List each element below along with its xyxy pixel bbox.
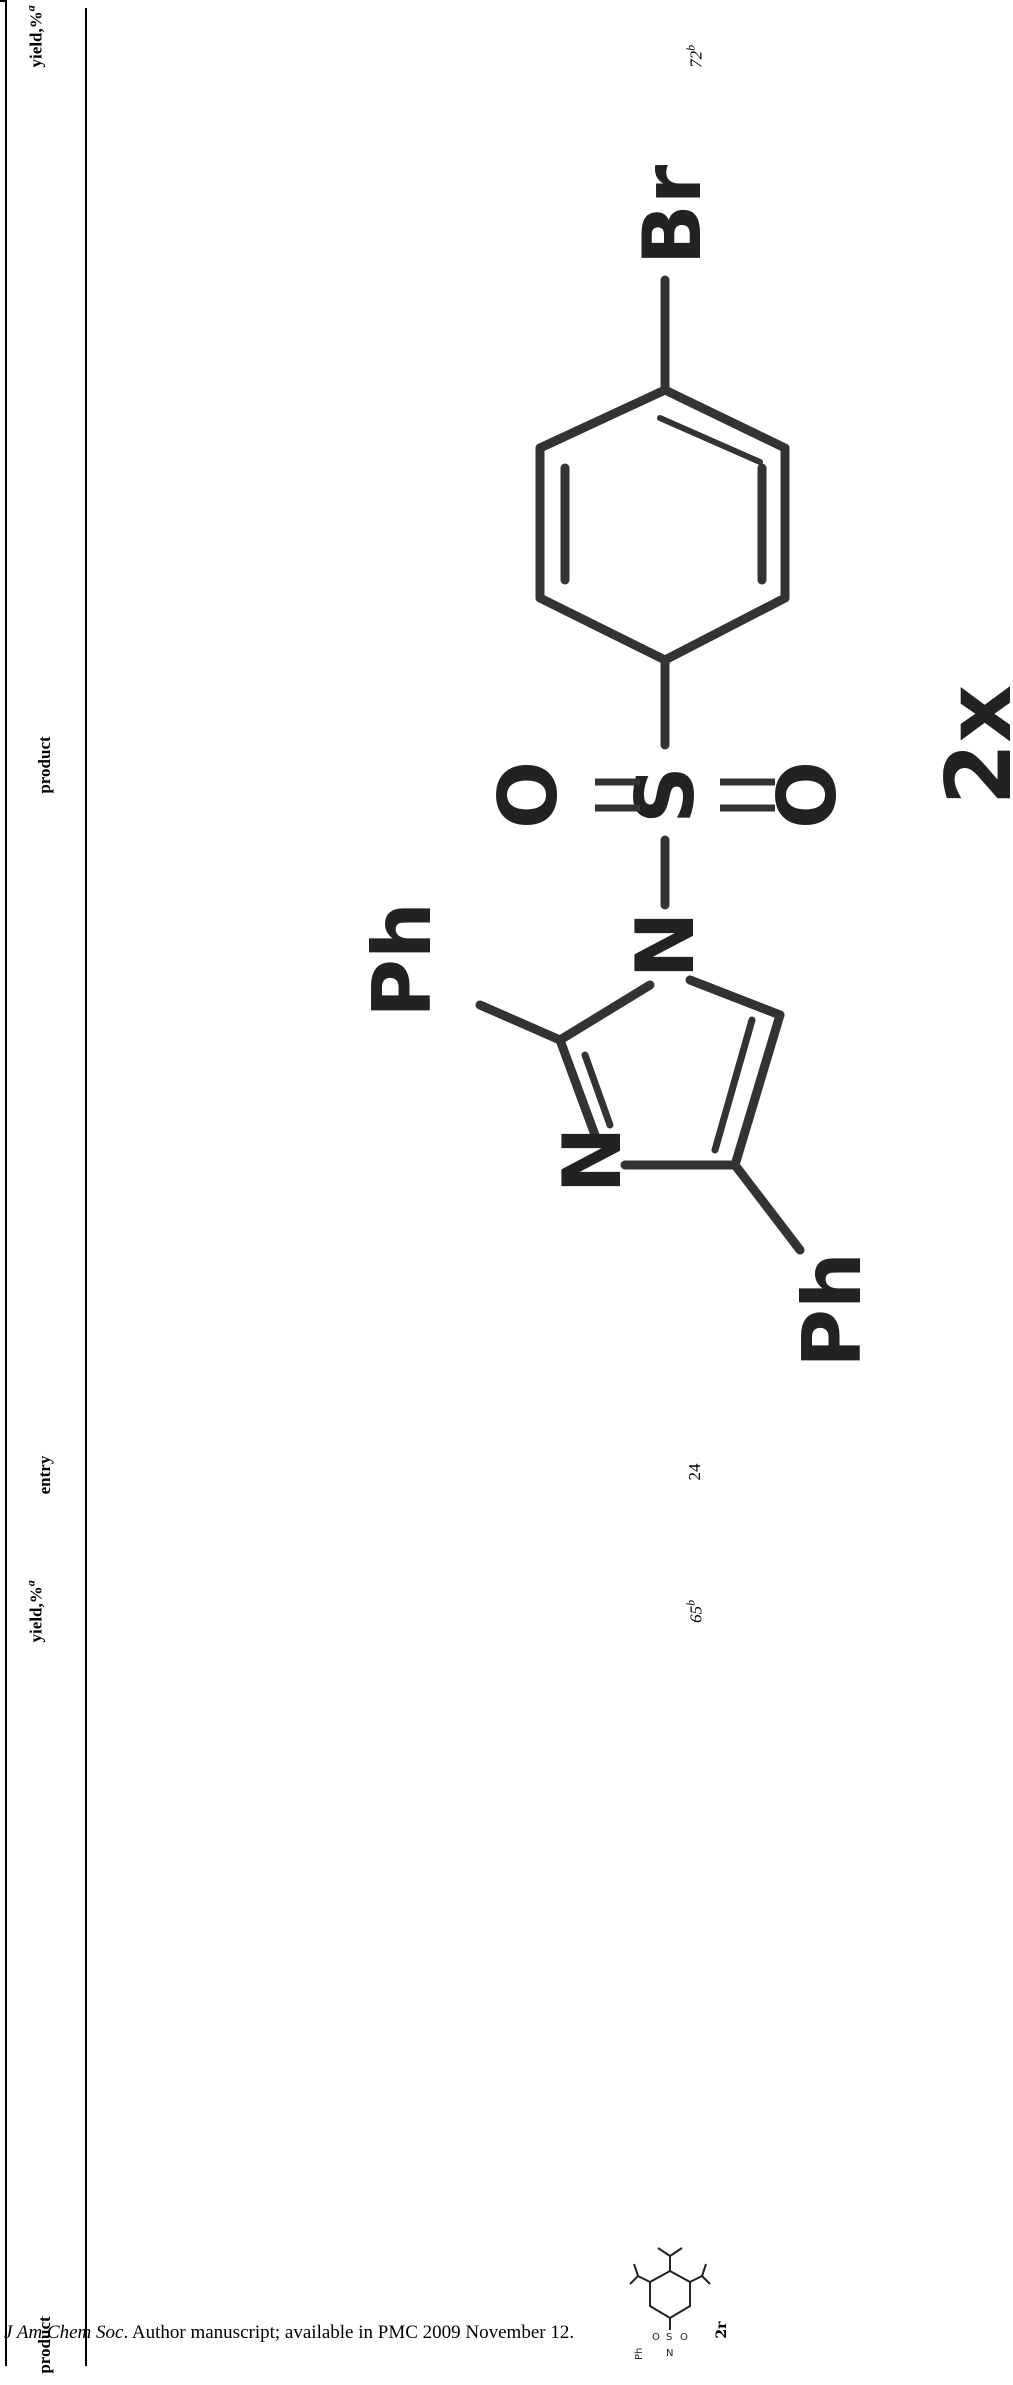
table-header-rule [85, 8, 87, 2366]
atom-Ph-top: Ph [356, 902, 449, 1018]
header-product-bottom: product [35, 2316, 54, 2374]
atom-Ph-bottom: Ph [786, 1252, 879, 1368]
row1-entry: 24 [685, 1463, 704, 1481]
header-yield-top: yield,%a [24, 0, 47, 86]
atom-N3: N [546, 1127, 639, 1194]
header-yield-second: yield,%a [23, 1580, 46, 1643]
atom-N-2r: N [666, 2348, 673, 2359]
footer-journal: J Am Chem Soc [4, 2322, 124, 2343]
row1-yield: 72b [683, 44, 706, 68]
atom-O-right: O [761, 761, 854, 829]
atom-O-2r-right: O [680, 2332, 688, 2343]
table-top-rule [0, 0, 7, 2]
compound-label-2x: 2x [927, 685, 1013, 806]
header-entry: entry [35, 1455, 54, 1495]
header-yield-text: yield,% [26, 11, 46, 68]
footer-text: . Author manuscript; available in PMC 20… [123, 2322, 575, 2343]
atom-N1: N [619, 912, 712, 979]
atom-S: S [619, 766, 712, 824]
atom-O-2r-left: O [652, 2332, 660, 2343]
compound-label-2r: 2r [714, 2321, 730, 2339]
footer-citation: J Am Chem Soc. Author manuscript; availa… [4, 2322, 574, 2344]
chemical-structure-2r: O S O N Ph 2r [629, 2247, 730, 2360]
header-product-top: product [35, 736, 54, 794]
atom-Br: Br [626, 164, 719, 265]
table-outer-rule [5, 0, 7, 2366]
row2-yield: 65b [683, 1599, 706, 1623]
atom-S-2r: S [666, 2332, 672, 2343]
atom-O-left: O [482, 761, 575, 829]
header-yield-note: a [23, 5, 38, 12]
atom-Ph-2r: Ph [634, 2348, 645, 2360]
